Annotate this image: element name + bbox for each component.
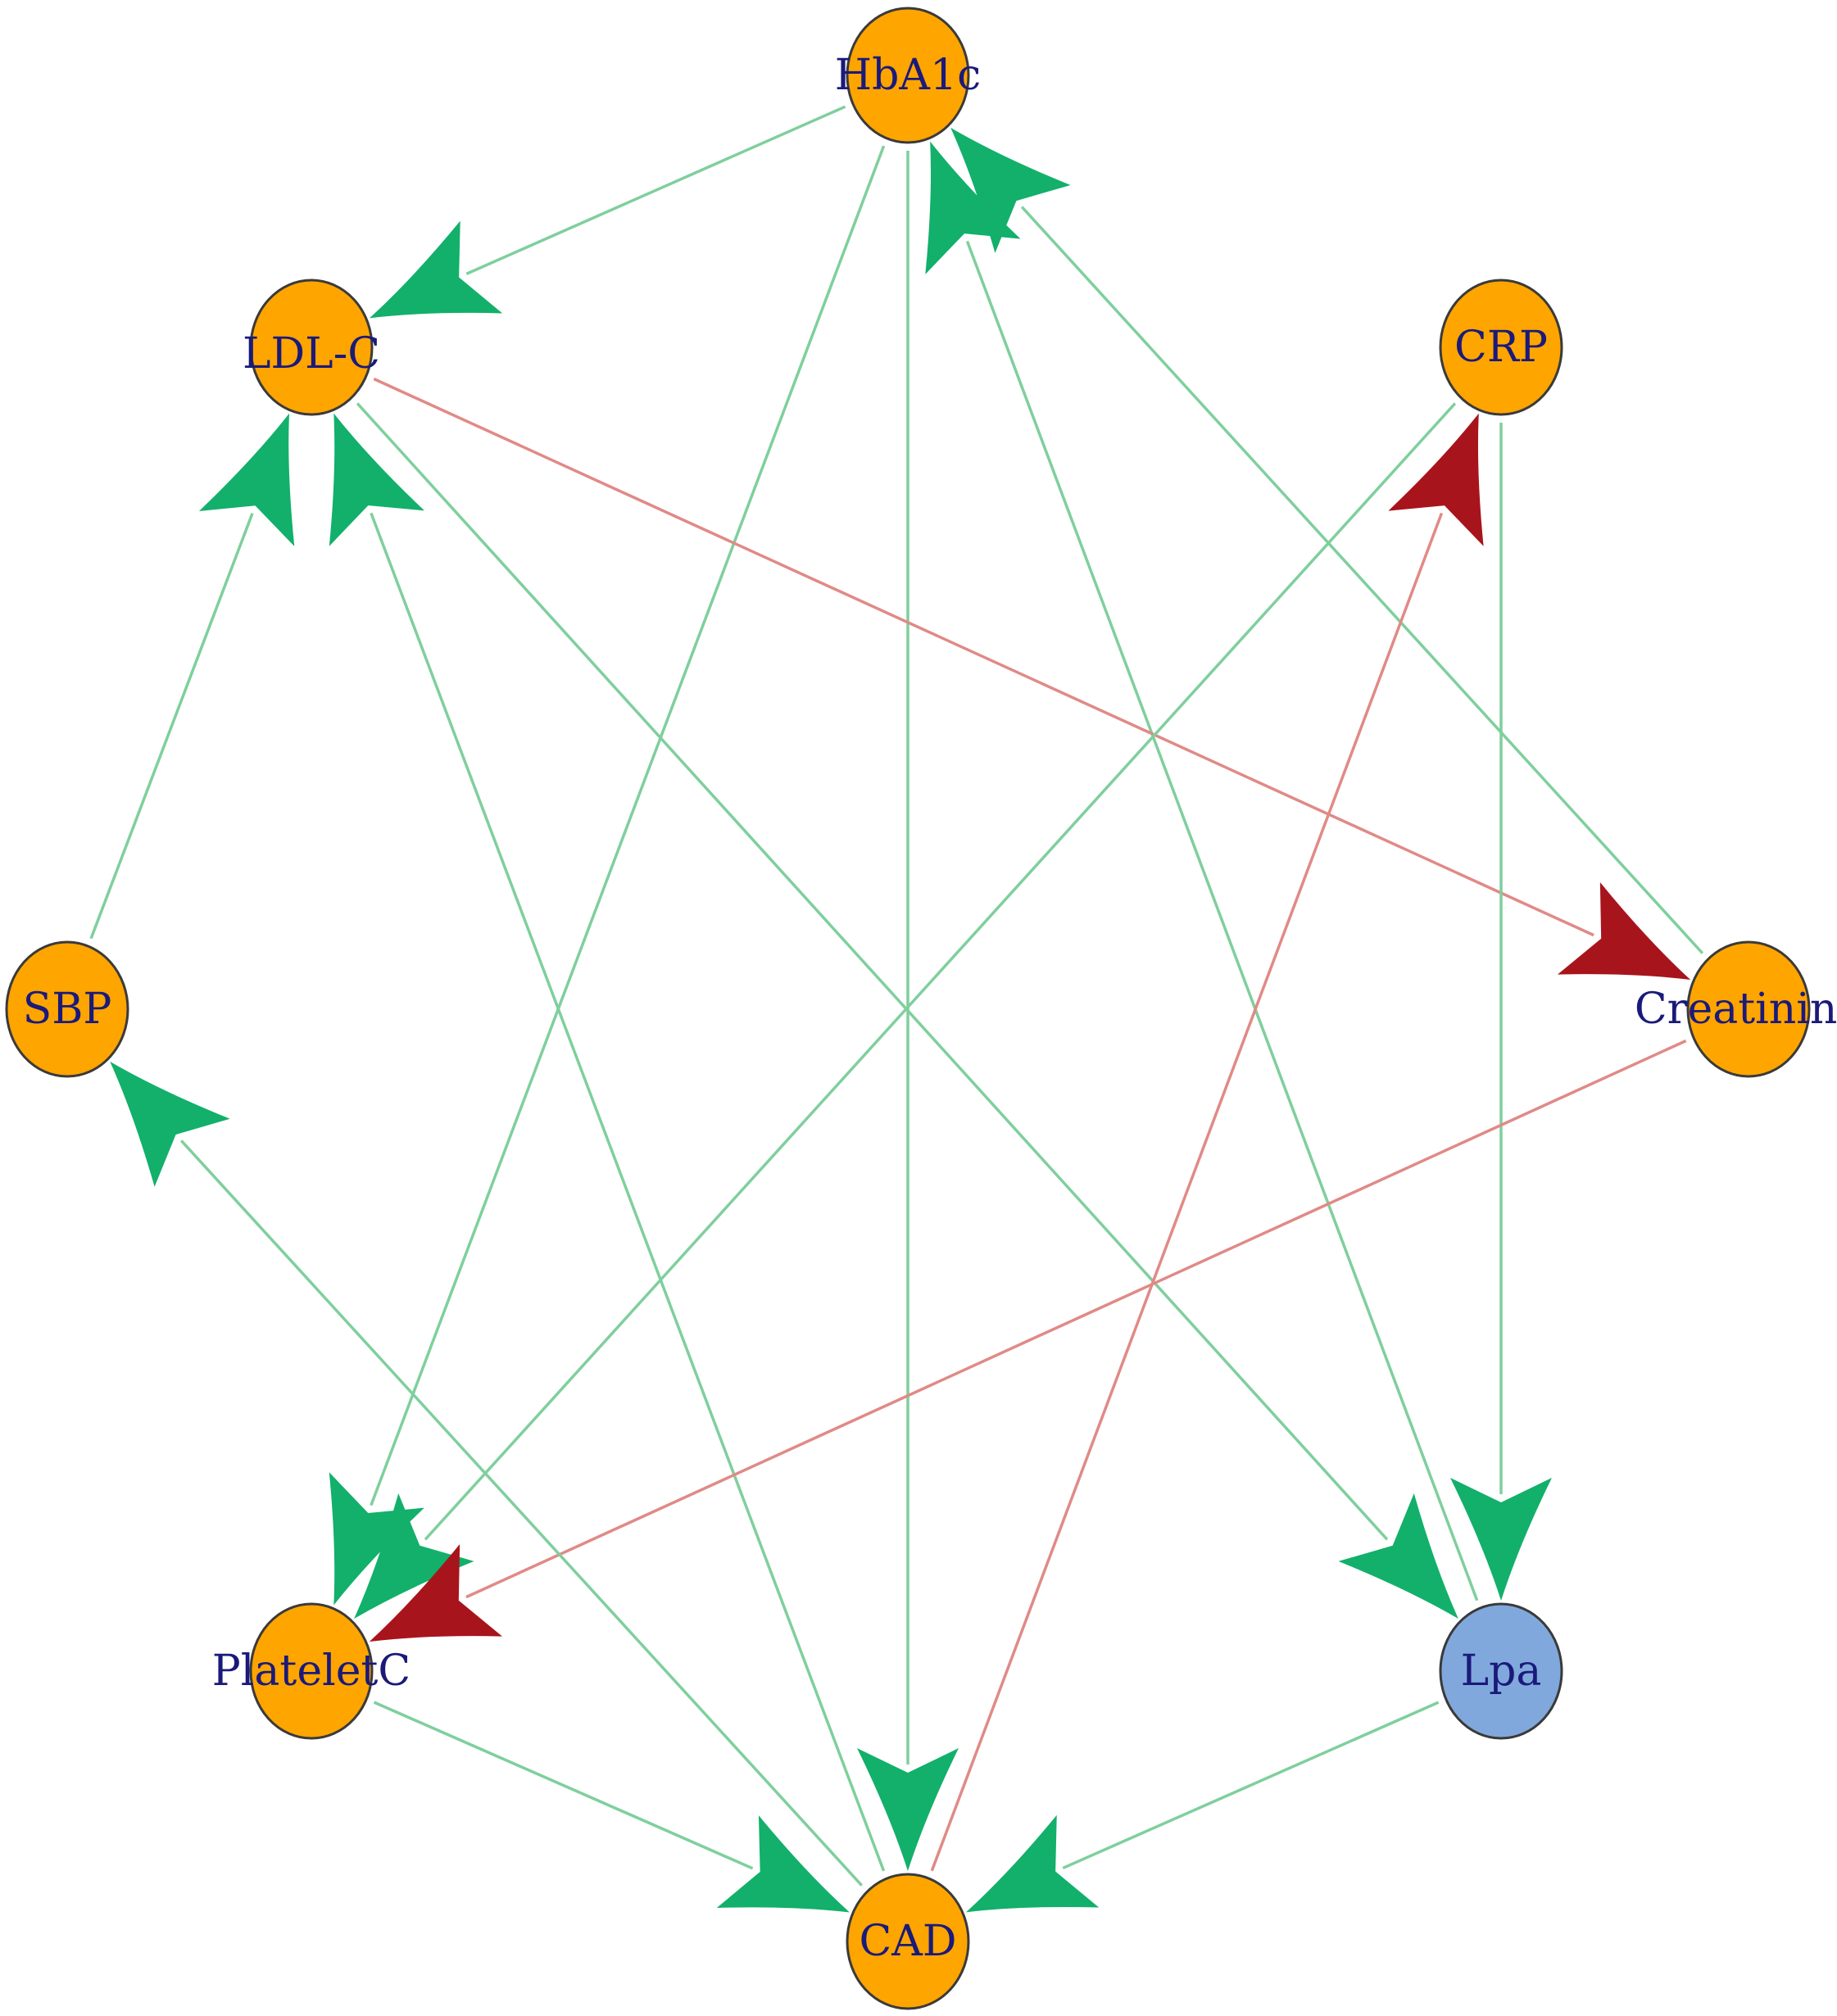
node-label: SBP xyxy=(23,985,112,1034)
node-circle[interactable] xyxy=(249,279,374,416)
node-label: PlateletC xyxy=(212,1647,410,1696)
edge-arrowhead xyxy=(950,127,1071,253)
node-circle[interactable] xyxy=(846,1873,970,2010)
edge-line xyxy=(1020,206,1704,954)
edge-arrowhead xyxy=(329,1472,424,1606)
edge-line xyxy=(356,402,1389,1541)
node-label: Creatinine xyxy=(1635,985,1837,1034)
edge-line xyxy=(1062,1701,1440,1870)
node-label: CAD xyxy=(859,1917,956,1966)
node-circle[interactable] xyxy=(1439,1602,1563,1740)
edge-lpa-to-hba1c xyxy=(925,141,1479,1601)
node-label: Lpa xyxy=(1461,1647,1542,1696)
node-sbp[interactable]: SBP xyxy=(5,940,129,1078)
node-circle[interactable] xyxy=(5,940,129,1078)
edge-arrowhead xyxy=(1338,1493,1458,1620)
edge-hba1c-to-ldl-c xyxy=(369,105,846,319)
node-hba1c[interactable]: HbA1c xyxy=(835,7,981,144)
edge-line xyxy=(89,513,254,940)
edge-creatinine-to-hba1c xyxy=(950,127,1704,954)
edge-line xyxy=(465,1039,1687,1599)
node-plateletc[interactable]: PlateletC xyxy=(212,1602,410,1740)
edge-line xyxy=(373,377,1594,937)
edge-cad-to-ldl-c xyxy=(329,413,886,1872)
edge-crp-to-plateletc xyxy=(354,402,1457,1620)
edge-arrowhead xyxy=(1557,881,1691,981)
edge-arrowhead xyxy=(369,220,503,319)
edge-line xyxy=(370,145,886,1506)
edge-arrowhead xyxy=(198,413,295,546)
edge-line xyxy=(465,105,846,275)
node-crp[interactable]: CRP xyxy=(1439,279,1563,416)
edge-arrowhead xyxy=(369,1543,503,1642)
node-circle[interactable] xyxy=(1686,940,1811,1078)
node-lpa[interactable]: Lpa xyxy=(1439,1602,1563,1740)
edge-crp-to-lpa xyxy=(1450,423,1552,1601)
edge-arrowhead xyxy=(716,1815,850,1913)
edge-cad-to-sbp xyxy=(110,1061,864,1887)
edge-ldl-c-to-creatinine xyxy=(373,377,1691,981)
edge-line xyxy=(930,512,1444,1872)
edge-ldl-c-to-lpa xyxy=(356,402,1458,1620)
edge-arrowhead xyxy=(857,1748,959,1871)
edge-arrowhead xyxy=(1388,413,1484,546)
node-ldl-c[interactable]: LDL-C xyxy=(243,279,380,416)
node-label: CRP xyxy=(1454,323,1548,372)
edge-arrowhead xyxy=(110,1061,230,1187)
edge-arrowhead xyxy=(925,141,1021,274)
edge-hba1c-to-cad xyxy=(857,151,959,1871)
node-label: HbA1c xyxy=(835,51,981,100)
edge-line xyxy=(965,240,1479,1601)
edge-creatinine-to-plateletc xyxy=(369,1039,1687,1642)
edge-arrowhead xyxy=(1450,1478,1552,1601)
edge-line xyxy=(370,512,886,1872)
node-circle[interactable] xyxy=(846,7,970,144)
node-circle[interactable] xyxy=(249,1602,374,1740)
node-creatinine[interactable]: Creatinine xyxy=(1635,940,1837,1078)
node-label: LDL-C xyxy=(243,329,380,378)
edges-layer xyxy=(89,105,1704,1913)
node-cad[interactable]: CAD xyxy=(846,1873,970,2010)
edge-arrowhead xyxy=(354,1493,474,1620)
edge-line xyxy=(179,1139,864,1887)
edge-arrowhead xyxy=(329,413,424,546)
edge-plateletc-to-cad xyxy=(373,1701,850,1913)
edge-line xyxy=(424,402,1457,1541)
edge-sbp-to-ldl-c xyxy=(89,413,295,940)
edge-cad-to-crp xyxy=(930,413,1484,1872)
edge-hba1c-to-plateletc xyxy=(329,145,886,1606)
node-circle[interactable] xyxy=(1439,279,1563,416)
edge-line xyxy=(373,1701,754,1870)
edge-lpa-to-cad xyxy=(965,1701,1440,1913)
edge-arrowhead xyxy=(965,1814,1100,1913)
